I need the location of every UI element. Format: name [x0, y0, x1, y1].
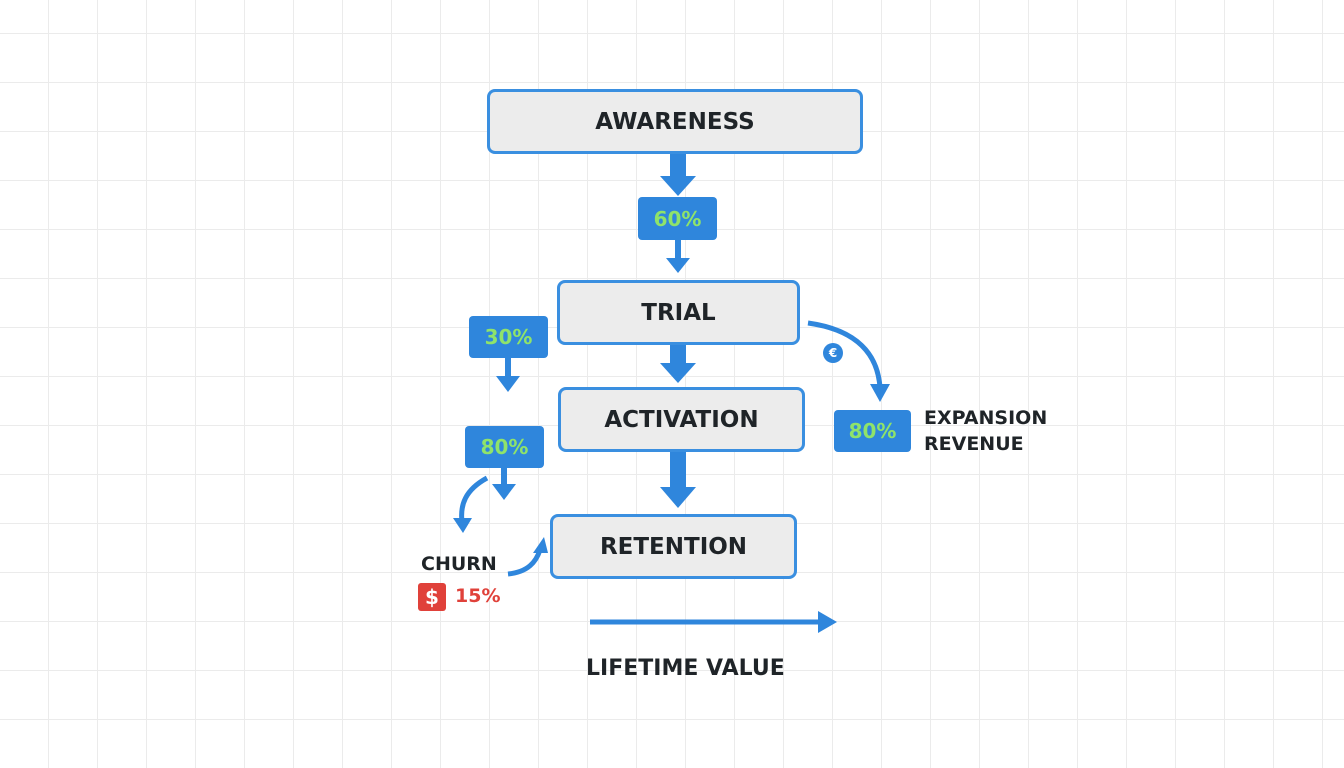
churn-value: 15% — [455, 585, 501, 607]
rate-trial-branch: 30% — [469, 316, 548, 358]
arrow-rate-to-trial — [666, 240, 690, 273]
expansion-label-line1: EXPANSION — [924, 407, 1048, 429]
euro-coin-icon: € — [823, 343, 843, 363]
lifetime-value-arrow-head — [818, 611, 837, 633]
stage-trial: TRIAL — [557, 280, 800, 345]
stage-awareness: AWARENESS — [487, 89, 863, 154]
stage-retention: RETENTION — [550, 514, 797, 579]
arrow-churn-to-retention-head — [533, 537, 548, 553]
expansion-label-line2: REVENUE — [924, 433, 1024, 455]
rate-awareness-to-trial: 60% — [638, 197, 717, 240]
arrow-churn-to-retention — [507, 549, 543, 577]
rate-activation-branch: 80% — [465, 426, 544, 468]
arrow-trial-to-expansion-head — [870, 384, 890, 402]
arrow-activation-to-retention — [660, 452, 696, 508]
arrow-churn-curve-down — [459, 475, 489, 523]
arrow-trial-to-activation — [660, 345, 696, 383]
arrow-churn-curve-down-head — [453, 518, 472, 533]
lifetime-value-label: LIFETIME VALUE — [586, 656, 785, 681]
arrow-trial-to-expansion — [807, 320, 883, 389]
rate-expansion: 80% — [834, 410, 911, 452]
dollar-icon: $ — [418, 583, 446, 611]
stage-activation: ACTIVATION — [558, 387, 805, 452]
arrow-trial-branch-down — [496, 358, 520, 392]
churn-label: CHURN — [421, 553, 497, 575]
expansion-revenue-label: EXPANSION REVENUE — [924, 405, 1047, 457]
arrow-awareness-to-rate — [660, 154, 696, 196]
arrow-activation-branch-down — [492, 468, 516, 500]
